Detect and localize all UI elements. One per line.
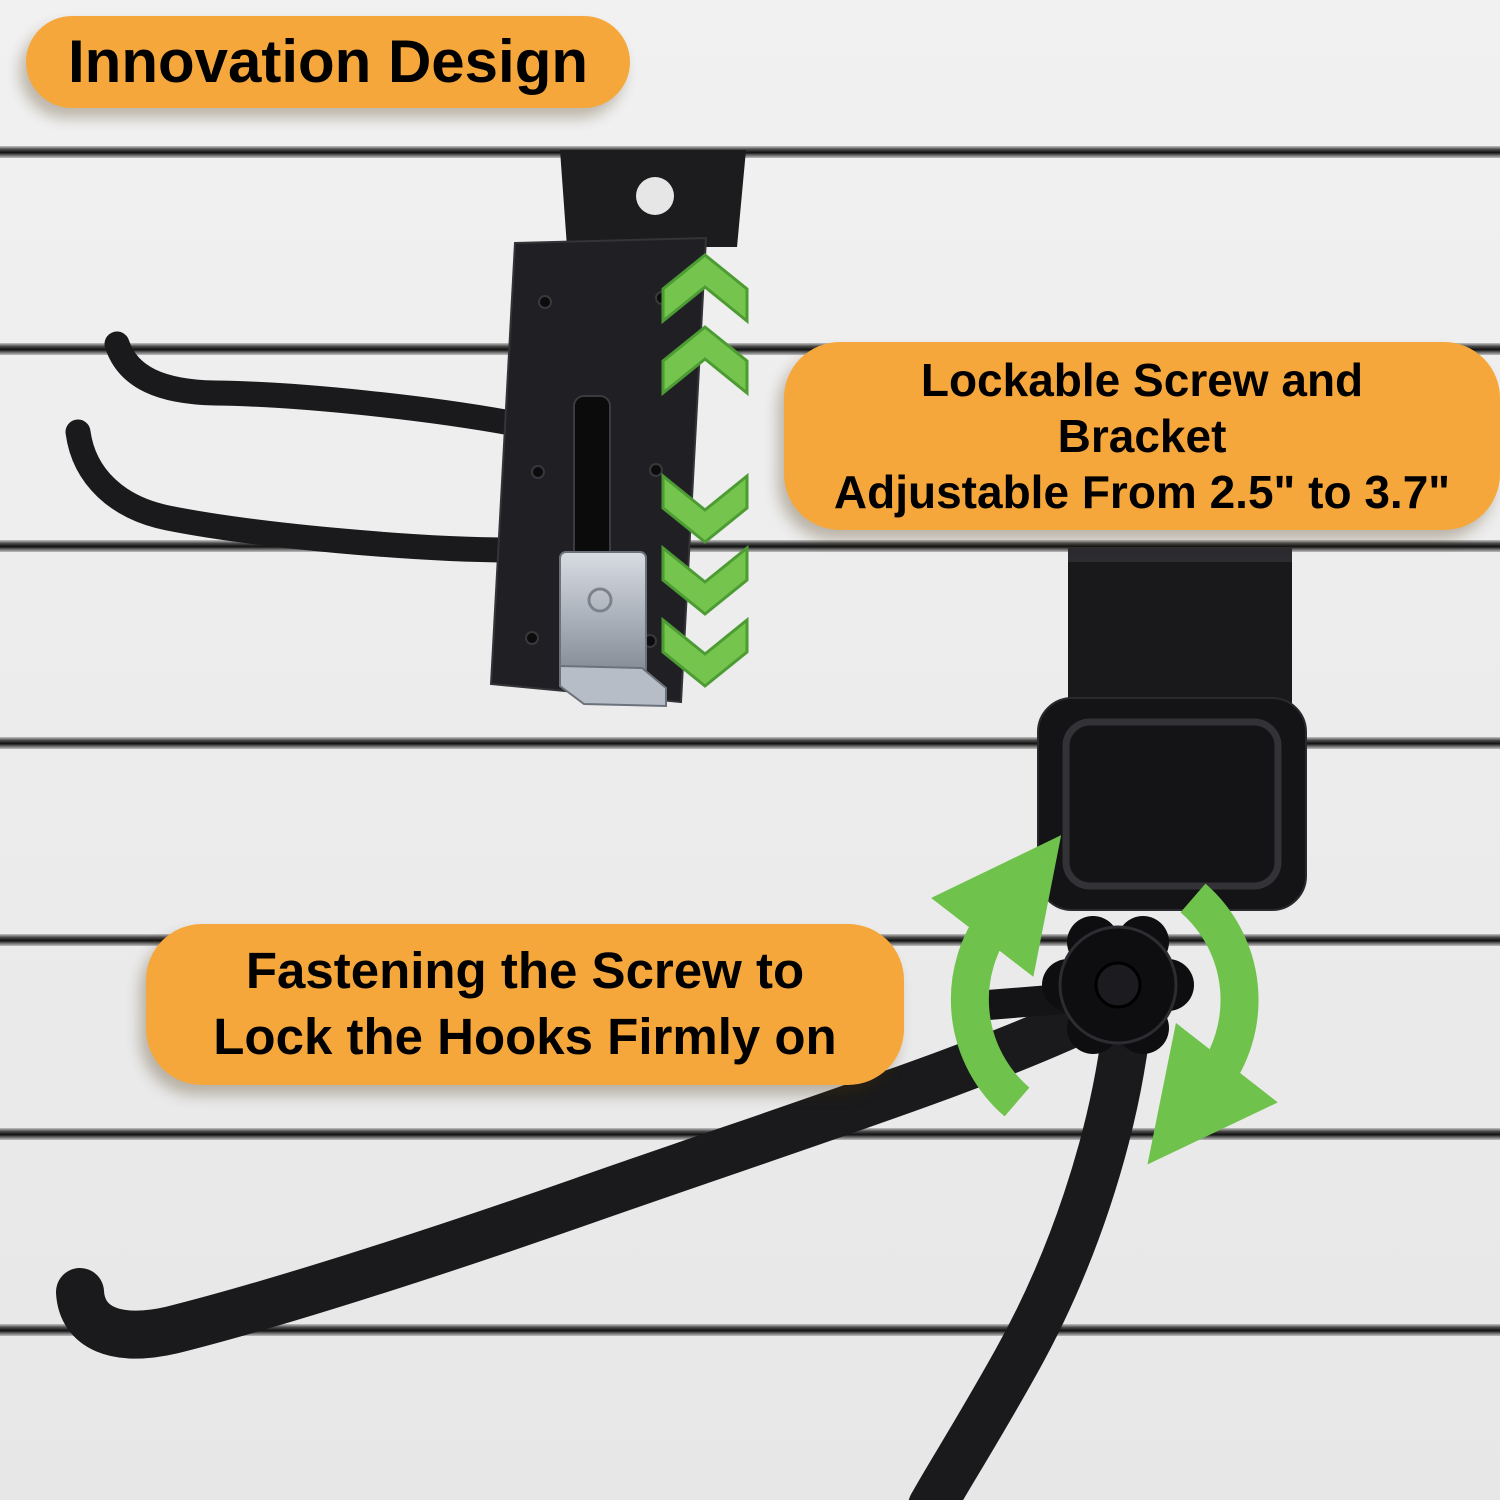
callout-line: Fastening the Screw to	[245, 942, 805, 999]
foam-hook-arm-right	[908, 1008, 1150, 1500]
rotate-arrow-icon	[931, 835, 1278, 1165]
mount-hole	[636, 177, 674, 215]
slatwall-hook-left	[65, 150, 746, 708]
adjustment-slot	[573, 395, 611, 569]
foam-hook-arm-left	[56, 982, 1132, 1359]
callout-lockable-screw: Lockable Screw and Bracket Adjustable Fr…	[784, 342, 1500, 531]
slatwall-hook-right	[56, 548, 1307, 1500]
callout-line: Bracket	[1057, 410, 1227, 463]
locking-knob	[1042, 916, 1194, 1054]
zinc-bracket	[559, 551, 667, 708]
title-badge-label: Innovation Design	[68, 28, 589, 95]
adjust-arrows-icon	[661, 253, 749, 688]
callout-fastening-screw: Fastening the Screw to Lock the Hooks Fi…	[146, 924, 904, 1085]
title-badge: Innovation Design	[26, 16, 631, 108]
callout-line: Adjustable From 2.5" to 3.7"	[833, 466, 1451, 519]
slat-groove	[0, 1324, 1500, 1336]
callout-line: Lockable Screw and	[920, 354, 1364, 406]
slat-groove	[0, 146, 1500, 158]
callout-line: Lock the Hooks Firmly on	[213, 1008, 837, 1066]
